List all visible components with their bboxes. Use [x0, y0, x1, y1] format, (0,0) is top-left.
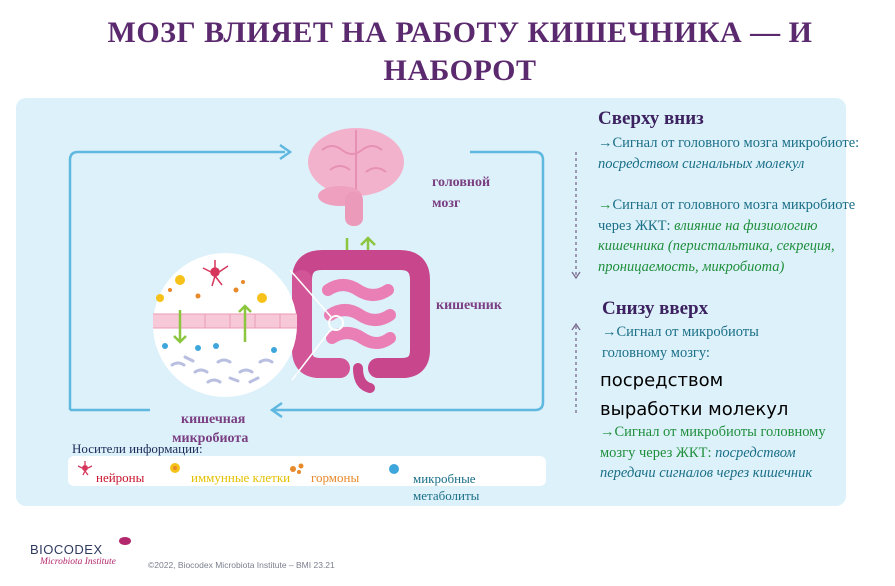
- content-panel: [16, 98, 846, 506]
- gut-label: кишечник: [436, 298, 502, 313]
- side-arrows: [571, 152, 581, 414]
- logo-subtext: Microbiota Institute: [40, 557, 116, 567]
- legend-title: Носители информации:: [72, 441, 203, 456]
- top-down-item-1-text: Сигнал от головного мозга микробиоте:: [612, 135, 860, 151]
- legend-bar: [68, 456, 546, 486]
- gut-brain-diagram: [68, 128, 545, 419]
- brain-label-line2: мозг: [432, 196, 461, 211]
- loop-arrowhead-top: [279, 143, 293, 161]
- top-down-item-2-text: Сигнал от головного мозга микробиоте чер…: [598, 197, 856, 234]
- biocodex-logo: BIOCODEX Microbiota Institute: [30, 537, 131, 567]
- legend-metabolites: микробные метаболиты: [413, 471, 479, 503]
- bottom-up-item-1-big-line1: посредством: [600, 370, 724, 391]
- logo-text: BIOCODEX: [30, 542, 103, 557]
- bottom-up-header: Снизу вверх: [602, 298, 709, 319]
- brain-icon: [308, 128, 404, 226]
- neuron-legend-icon: [78, 461, 92, 476]
- bottom-up-item-2-italic: посредством передачи сигналов через кише…: [600, 444, 813, 482]
- legend-neurons: нейроны: [96, 470, 145, 485]
- top-down-item-2-italic: влияние на физиологию кишечника (периста…: [598, 217, 835, 275]
- loop-arrows: [68, 150, 545, 412]
- bottom-up-item-1-text: Сигнал от микробиоты головному мозгу:: [602, 324, 759, 361]
- gut-icon: [292, 250, 430, 393]
- microbiota-label-line2: микробиота: [172, 431, 249, 446]
- arrow-right-icon: →: [598, 135, 613, 151]
- metabolite-legend-icon: [389, 464, 399, 474]
- legend-immune: иммунные клетки: [191, 470, 291, 485]
- arrow-right-icon: →: [598, 197, 613, 213]
- bacteria-icons: [170, 355, 274, 384]
- gut-zoom-marker: [328, 315, 344, 331]
- zoom-lines: [289, 269, 333, 381]
- brain-label-line1: головной: [432, 175, 491, 190]
- bottom-up-item-2-text: Сигнал от микробиоты головному мозгу чер…: [600, 424, 826, 461]
- copyright: ©2022, Biocodex Microbiota Institute – B…: [148, 560, 335, 570]
- brain-label: головной мозг: [432, 173, 490, 214]
- hormone-legend-icon: [290, 463, 304, 474]
- top-down-item-2: →Сигнал от головного мозга микробиоте че…: [598, 195, 880, 277]
- immune-cell-icon: [156, 275, 267, 303]
- top-down-item-1-italic: посредством сигнальных молекул: [598, 155, 805, 172]
- bottom-up-item-1-big: посредством выработки молекул: [600, 366, 788, 424]
- arrow-right-icon: →: [602, 324, 617, 340]
- legend-hormones: гормоны: [311, 470, 360, 485]
- legend-metabolites-line1: микробные: [413, 471, 476, 486]
- top-down-header: Сверху вниз: [598, 108, 704, 129]
- microbiota-label: кишечная микробиота: [172, 410, 248, 448]
- logo-leaf-icon: [119, 537, 131, 545]
- hormone-icon: [168, 280, 245, 299]
- legend-metabolites-line2: метаболиты: [413, 488, 480, 503]
- bottom-up-item-1-big-line2: выработки молекул: [600, 399, 789, 420]
- top-down-item-1: →Сигнал от головного мозга микробиоте: п…: [598, 133, 878, 174]
- page-title: МОЗГ ВЛИЯЕТ НА РАБОТУ КИШЕЧНИКА — И НАБО…: [107, 16, 813, 87]
- neuron-icon: [202, 260, 229, 287]
- immune-legend-icon: [170, 463, 180, 473]
- metabolite-dots: [162, 343, 277, 353]
- microbiota-label-line1: кишечная: [181, 412, 246, 427]
- arrow-right-icon: →: [600, 424, 615, 440]
- loop-arrowhead-bottom: [269, 401, 283, 419]
- bottom-up-item-1: →Сигнал от микробиоты головному мозгу:: [602, 322, 822, 363]
- bottom-up-item-2: →Сигнал от микробиоты головному мозгу че…: [600, 422, 850, 484]
- microbiota-zoom-circle: [153, 253, 297, 397]
